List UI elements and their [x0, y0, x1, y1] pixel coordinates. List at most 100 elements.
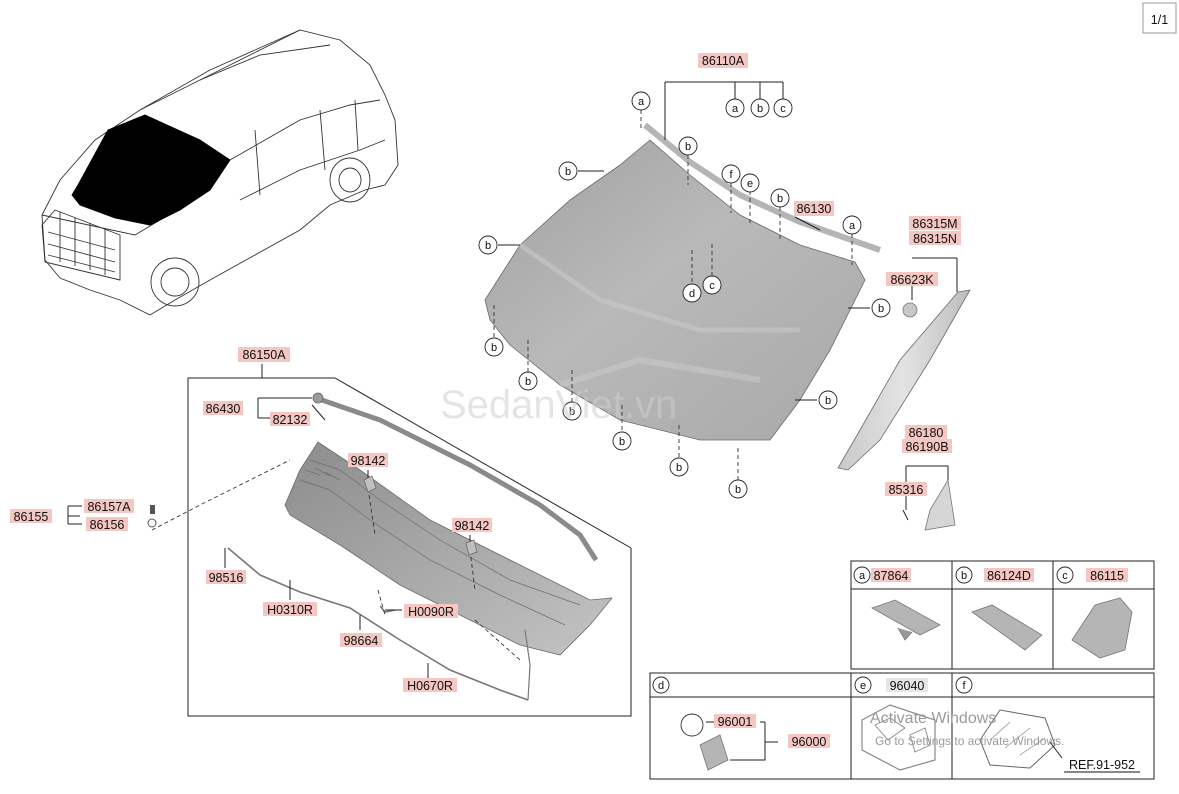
part-label-98516: 98516: [209, 571, 244, 585]
legend-part-96040: 96040: [890, 679, 925, 693]
svg-text:b: b: [777, 193, 783, 205]
activation-subtitle: Go to Settings to activate Windows.: [875, 734, 1064, 748]
legend-table-def: d 96001 96000 e 96040 f REF.91-952: [649, 672, 1155, 780]
legend-cell-e: e 96040: [854, 676, 936, 771]
page-indicator-text: 1/1: [1151, 13, 1168, 27]
part-label-98142: 98142: [455, 519, 490, 533]
legend-part-86115: 86115: [1090, 569, 1124, 583]
legend-cell-d: d 96001 96000: [652, 676, 830, 771]
spacer-block-icon: [1071, 597, 1133, 659]
reference-label: REF.91-952: [1069, 758, 1135, 772]
legend-part-86124D: 86124D: [987, 569, 1031, 583]
callout-b: b: [818, 390, 838, 410]
callout-b: b: [518, 371, 538, 391]
svg-text:b: b: [676, 462, 682, 474]
part-label-82132: 82132: [273, 413, 308, 427]
part-label-85316: 85316: [889, 483, 924, 497]
svg-text:f: f: [729, 169, 733, 181]
part-label-86315N: 86315N: [913, 232, 957, 246]
vehicle-illustration: [41, 29, 399, 316]
svg-text:b: b: [735, 484, 741, 496]
svg-text:e: e: [747, 178, 753, 190]
legend-part-96000: 96000: [792, 735, 827, 749]
svg-text:b: b: [485, 240, 491, 252]
part-label-86315M: 86315M: [912, 217, 957, 231]
callout-b: b: [750, 98, 770, 118]
svg-text:d: d: [689, 288, 695, 300]
rain-sensor-icon: [699, 734, 729, 771]
windshield-glass: [484, 139, 866, 441]
nut-icon: [147, 518, 157, 528]
part-label-H0670R: H0670R: [407, 679, 453, 693]
part-label-86110A: 86110A: [702, 54, 745, 68]
seal-ring-icon: [680, 713, 704, 737]
svg-text:a: a: [732, 103, 739, 115]
svg-text:b: b: [565, 166, 571, 178]
watermark-text: SedanViet.vn: [440, 383, 677, 427]
svg-text:f: f: [962, 680, 966, 692]
callout-b: b: [669, 457, 689, 477]
legend-cell-c: c 86115: [1056, 566, 1133, 659]
bracket-icon: [861, 704, 936, 771]
legend-part-87864: 87864: [874, 569, 909, 583]
svg-text:c: c: [780, 103, 786, 115]
legend-table-abc: a 87864 b 86124D c 86115: [850, 560, 1155, 670]
callout-a: a: [725, 98, 745, 118]
callout-b: b: [558, 161, 578, 181]
callout-b: b: [770, 188, 790, 208]
svg-text:a: a: [638, 96, 645, 108]
callout-a: a: [842, 215, 862, 235]
legend-cell-a: a 87864: [853, 566, 941, 641]
nozzle-clip: [465, 539, 478, 556]
svg-text:b: b: [525, 376, 531, 388]
cowl-weatherstrip: [315, 395, 599, 562]
callout-b: b: [728, 479, 748, 499]
callout-b: b: [612, 431, 632, 451]
svg-text:b: b: [825, 395, 831, 407]
svg-text:c: c: [1062, 570, 1068, 582]
svg-text:d: d: [658, 680, 664, 692]
part-label-86155: 86155: [14, 510, 49, 524]
part-label-86157A: 86157A: [87, 500, 131, 514]
svg-text:a: a: [849, 220, 856, 232]
cowl-assembly-frame: [187, 364, 632, 717]
a-pillar-trim: [837, 289, 971, 471]
seal-clip: [312, 392, 324, 404]
windshield-labels: 86110A 86130 86315M 86315N 86623K 86180 …: [698, 53, 961, 497]
callout-a: a: [631, 91, 651, 111]
svg-text:b: b: [685, 141, 691, 153]
callout-b: b: [478, 235, 498, 255]
callout-b: b: [562, 401, 582, 421]
adhesive-pad-icon: [871, 599, 941, 636]
dam-strip-icon: [971, 604, 1043, 651]
windshield-molding: [643, 122, 881, 253]
svg-text:b: b: [619, 436, 625, 448]
callout-b: b: [678, 136, 698, 156]
part-label-86430: 86430: [206, 402, 241, 416]
activation-overlay: Activate Windows Go to Settings to activ…: [870, 710, 1064, 748]
activation-title: Activate Windows: [870, 710, 996, 727]
callout-c: c: [773, 98, 793, 118]
windshield-callouts: a b b f e b a b d c b b b b b b b b a b …: [478, 91, 891, 499]
svg-text:b: b: [569, 406, 575, 418]
washer-hose: [227, 547, 529, 701]
part-label-86623K: 86623K: [890, 273, 934, 287]
svg-text:b: b: [878, 303, 884, 315]
legend-part-96001: 96001: [718, 715, 753, 729]
part-label-86130: 86130: [797, 202, 832, 216]
trim-piece: [924, 478, 956, 531]
callout-d: d: [682, 283, 702, 303]
cowl-panel: [284, 441, 613, 656]
svg-text:e: e: [860, 680, 866, 692]
legend-cell-b: b 86124D: [955, 566, 1043, 651]
page-indicator: 1/1: [1142, 2, 1177, 34]
svg-text:b: b: [961, 570, 967, 582]
cowl-labels: 86430 82132 98142 98142 86155 86157A 861…: [10, 401, 492, 693]
windshield-leaders: [493, 81, 958, 510]
callout-b: b: [484, 337, 504, 357]
part-label-86190B: 86190B: [905, 440, 948, 454]
bolt-icon: [150, 505, 155, 514]
callout-c: c: [702, 275, 722, 295]
legend-cell-f: f REF.91-952: [955, 676, 1140, 773]
